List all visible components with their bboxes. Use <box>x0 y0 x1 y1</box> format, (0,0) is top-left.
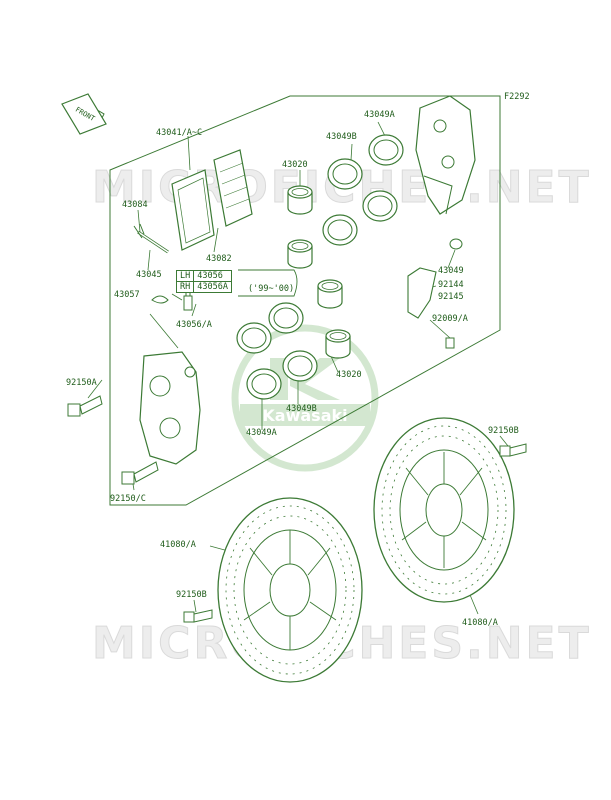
caliper-bolt-92150a <box>67 395 103 417</box>
label-92150a: 92150A <box>66 378 97 388</box>
disc-bolt-92150b-left <box>183 609 213 623</box>
bolt-92009 <box>445 337 455 349</box>
label-43057: 43057 <box>114 290 140 300</box>
brake-disc-right <box>373 417 515 603</box>
label-43049a-top: 43049A <box>364 110 395 120</box>
label-43084: 43084 <box>122 200 148 210</box>
label-43020-mid: 43020 <box>336 370 362 380</box>
caliper-left-half <box>139 351 201 465</box>
variant-side: LH <box>180 271 195 281</box>
label-43082: 43082 <box>206 254 232 264</box>
label-92009: 92009/A <box>432 314 468 324</box>
diagram-code: F2292 <box>504 92 530 102</box>
label-43045: 43045 <box>136 270 162 280</box>
variant-side: RH <box>180 282 195 292</box>
front-arrow-icon: FRONT <box>61 93 107 135</box>
label-43049: 43049 <box>438 266 464 276</box>
caliper-right-half <box>415 95 476 215</box>
label-41080a-left: 41080/A <box>160 540 196 550</box>
pad-pin <box>133 223 169 254</box>
kawasaki-logo-text: Kawasaki <box>262 406 347 425</box>
label-43020-top: 43020 <box>282 160 308 170</box>
leader-lines <box>87 121 509 615</box>
label-43049a-mid: 43049A <box>246 428 277 438</box>
label-92145: 92145 <box>438 292 464 302</box>
disc-bolt-92150b-right <box>499 443 527 457</box>
label-92150b-right: 92150B <box>488 426 519 436</box>
brake-pads <box>171 149 253 251</box>
label-43041: 43041/A~C <box>156 128 203 138</box>
label-43056a: 43056/A <box>176 320 212 330</box>
variant-years: ('99~'00) <box>248 284 295 294</box>
variant-part: 43056A <box>197 282 228 292</box>
variant-part: 43056 <box>197 271 223 281</box>
caliper-bolt-92150c <box>121 461 159 485</box>
label-43049b-mid: 43049B <box>286 404 317 414</box>
label-92144: 92144 <box>438 280 464 290</box>
bracket-92144 <box>407 267 437 319</box>
label-92150b-left: 92150B <box>176 590 207 600</box>
washer-43049 <box>449 238 463 250</box>
label-41080a-right: 41080/A <box>462 618 498 628</box>
label-43049b-top: 43049B <box>326 132 357 142</box>
brake-disc-left <box>217 497 363 683</box>
label-92150c: 92150/C <box>110 494 146 504</box>
assembly-box <box>109 95 501 506</box>
